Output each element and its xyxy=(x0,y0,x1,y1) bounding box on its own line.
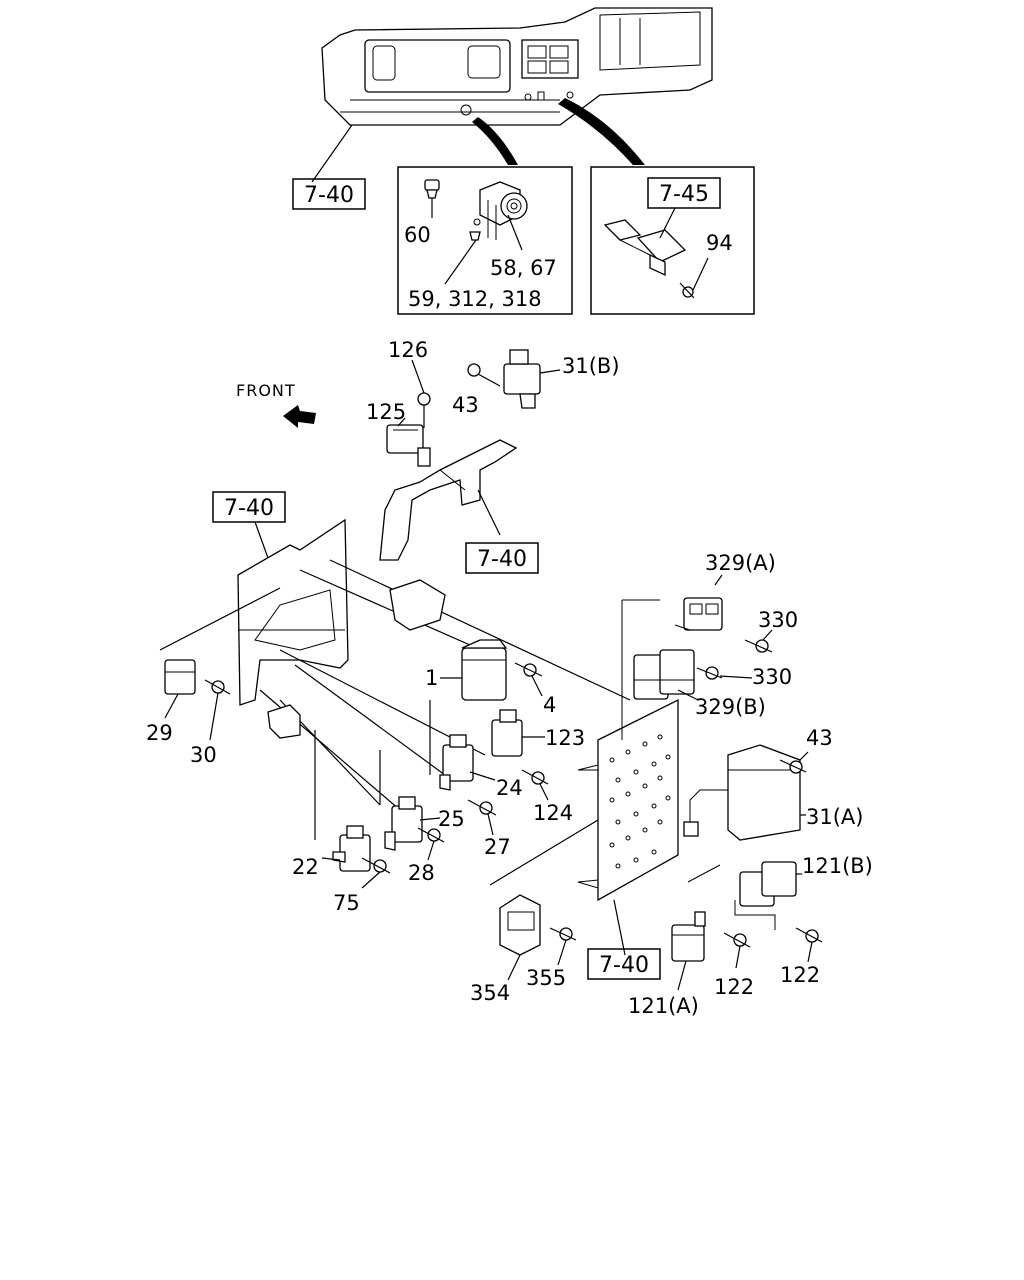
callout-121a: 121(A) xyxy=(628,994,699,1018)
callout-25: 25 xyxy=(438,807,465,831)
callout-43-lower: 43 xyxy=(806,726,833,750)
relay-22: 22 75 xyxy=(292,825,391,915)
callout-75: 75 xyxy=(333,891,360,915)
ref-bracket-center: 7-40 xyxy=(477,547,527,572)
relay-329a: 329(A) 330 xyxy=(674,551,798,653)
relay-354: 354 355 xyxy=(470,894,577,1005)
callout-1: 1 xyxy=(425,666,438,690)
callout-43-upper: 43 xyxy=(452,393,479,417)
ref-box-dash xyxy=(292,178,366,210)
callout-329a: 329(A) xyxy=(705,551,776,575)
callout-24: 24 xyxy=(496,776,523,800)
inset-buzzer: 60 58, 67 59, 312, 318 xyxy=(397,166,573,315)
relay-31a: 43 31(A) xyxy=(683,726,863,841)
callout-27: 27 xyxy=(484,835,511,859)
upper-bracket: 126 125 43 31(B) xyxy=(366,338,620,561)
callout-58-67: 58, 67 xyxy=(490,256,557,280)
callout-94: 94 xyxy=(706,231,733,255)
callout-121b: 121(B) xyxy=(802,854,873,878)
callout-330-upper: 330 xyxy=(758,608,798,632)
callout-29: 29 xyxy=(146,721,173,745)
callout-354: 354 xyxy=(470,981,510,1005)
callout-124: 124 xyxy=(533,801,573,825)
callout-59-312-318: 59, 312, 318 xyxy=(408,287,542,311)
left-bracket xyxy=(159,518,631,840)
ref-bracket-left: 7-40 xyxy=(224,496,274,521)
callout-31a: 31(A) xyxy=(806,805,863,829)
ref-panel: 7-40 xyxy=(599,953,649,978)
relay-25: 25 27 28 xyxy=(384,796,511,885)
front-arrow-icon xyxy=(283,405,316,428)
callout-60: 60 xyxy=(404,223,431,247)
callout-125: 125 xyxy=(366,400,406,424)
callout-122-right: 122 xyxy=(780,963,820,987)
callout-30: 30 xyxy=(190,743,217,767)
inset-connector: 7-45 94 xyxy=(590,166,755,315)
front-label: FRONT xyxy=(236,381,296,400)
callout-330-lower: 330 xyxy=(752,665,792,689)
relay-1: 1 4 xyxy=(425,639,556,717)
callout-329b: 329(B) xyxy=(695,695,766,719)
relay-123: 123 xyxy=(491,709,585,757)
callout-122-left: 122 xyxy=(714,975,754,999)
callout-123: 123 xyxy=(545,726,585,750)
relay-329b: 330 329(B) xyxy=(633,649,792,719)
ref-dash: 7-40 xyxy=(304,183,354,208)
right-panel xyxy=(489,599,679,956)
callout-355: 355 xyxy=(526,966,566,990)
callout-28: 28 xyxy=(408,861,435,885)
callout-22: 22 xyxy=(292,855,319,879)
callout-126: 126 xyxy=(388,338,428,362)
relay-24: 24 124 xyxy=(439,734,573,825)
relay-121: 121(B) 122 122 121(A) xyxy=(628,854,873,1018)
relay-29: 29 30 xyxy=(146,659,231,767)
callout-4: 4 xyxy=(543,693,556,717)
ref-inset2: 7-45 xyxy=(659,182,709,207)
dashboard xyxy=(311,7,713,183)
callout-31b: 31(B) xyxy=(562,354,620,378)
